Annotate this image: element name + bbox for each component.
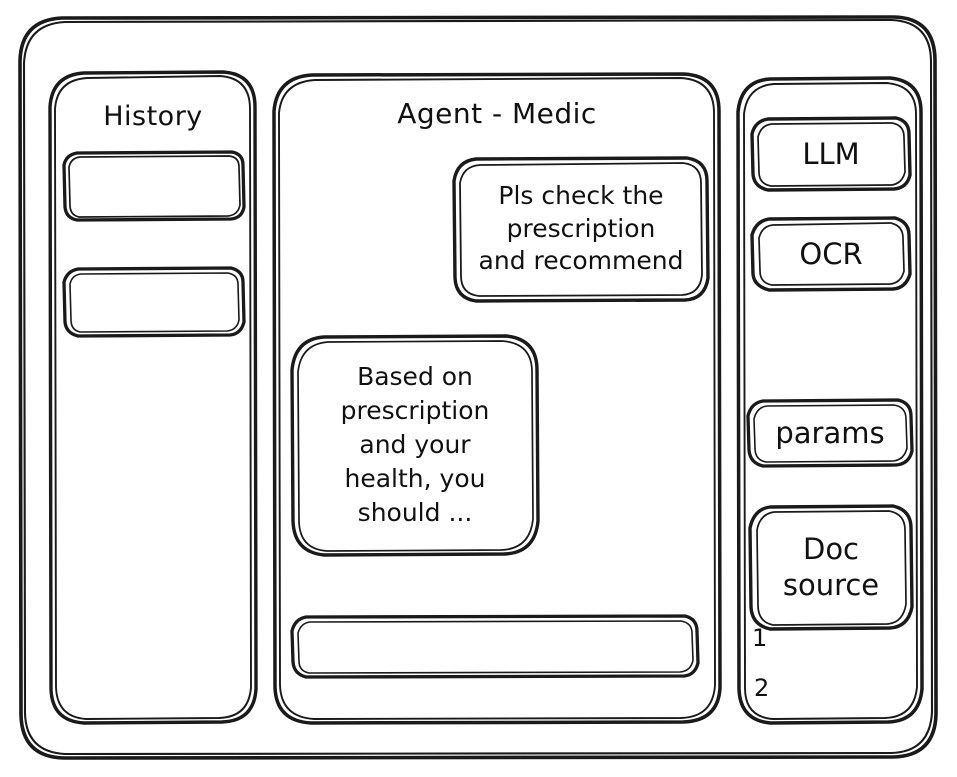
history-panel: History <box>48 70 258 725</box>
agent-chat-panel: Agent - Medic Pls check the prescription… <box>272 72 722 725</box>
chat-bubble-agent-text: Based on prescription and your health, y… <box>340 362 490 527</box>
tool-button-ocr-label: OCR <box>799 236 863 271</box>
tool-button-params[interactable]: params <box>746 398 914 468</box>
chat-bubble-user: Pls check the prescription and recommend <box>452 156 710 303</box>
chat-bubble-agent: Based on prescription and your health, y… <box>290 334 540 557</box>
tool-button-ocr[interactable]: OCR <box>750 216 912 292</box>
tools-panel: LLM OCR params Doc source 1 2 <box>736 76 924 725</box>
history-item-label <box>62 266 246 338</box>
tool-button-doc-source-label: Doc source <box>782 531 880 602</box>
message-input-value <box>290 614 700 678</box>
message-input[interactable] <box>290 614 700 679</box>
tool-button-llm[interactable]: LLM <box>750 116 912 192</box>
tool-button-params-label: params <box>775 415 885 450</box>
history-panel-title: History <box>103 101 203 132</box>
tool-button-llm-label: LLM <box>802 136 860 171</box>
doc-source-list-item[interactable]: 2 <box>754 674 770 702</box>
doc-source-list-item[interactable]: 1 <box>752 624 768 652</box>
chat-bubble-user-text: Pls check the prescription and recommend <box>478 181 684 276</box>
history-item[interactable] <box>62 150 246 222</box>
agent-panel-title: Agent - Medic <box>397 97 597 130</box>
tool-button-doc-source[interactable]: Doc source <box>748 504 914 631</box>
history-item-label <box>62 150 246 222</box>
history-item[interactable] <box>62 266 246 338</box>
